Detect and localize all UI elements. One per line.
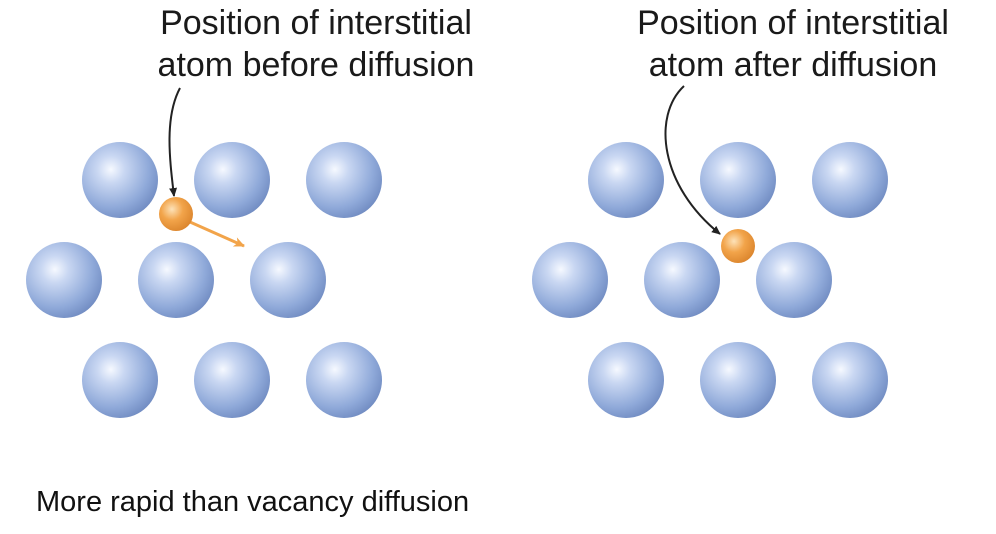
before-label-line-1: Position of interstitial xyxy=(160,4,472,42)
after-panel-label: Position of interstitial atom after diff… xyxy=(590,2,996,86)
host-atom xyxy=(194,342,270,418)
host-atom xyxy=(250,242,326,318)
after-label-line-2: atom after diffusion xyxy=(648,46,938,84)
before-lattice xyxy=(26,142,382,418)
interstitial-atom-before xyxy=(159,197,193,231)
host-atom xyxy=(588,342,664,418)
interstitial-atom-after xyxy=(721,229,755,263)
after-lattice xyxy=(532,142,888,418)
before-label-line-2: atom before diffusion xyxy=(157,46,475,84)
host-atom xyxy=(812,342,888,418)
host-atom xyxy=(26,242,102,318)
host-atom xyxy=(700,142,776,218)
host-atom xyxy=(588,142,664,218)
host-atom xyxy=(812,142,888,218)
host-atom xyxy=(700,342,776,418)
host-atom xyxy=(532,242,608,318)
host-atom xyxy=(82,342,158,418)
host-atom xyxy=(194,142,270,218)
before-panel-label: Position of interstitial atom before dif… xyxy=(106,2,526,86)
after-label-line-1: Position of interstitial xyxy=(637,4,949,42)
after-leader-line xyxy=(664,85,721,235)
figure-caption: More rapid than vacancy diffusion xyxy=(36,486,470,518)
host-atom xyxy=(306,142,382,218)
before-leader-line xyxy=(168,87,181,197)
host-atom xyxy=(756,242,832,318)
host-atom xyxy=(138,242,214,318)
host-atom xyxy=(644,242,720,318)
host-atom xyxy=(306,342,382,418)
diffusion-direction-arrow xyxy=(189,220,245,248)
host-atom xyxy=(82,142,158,218)
